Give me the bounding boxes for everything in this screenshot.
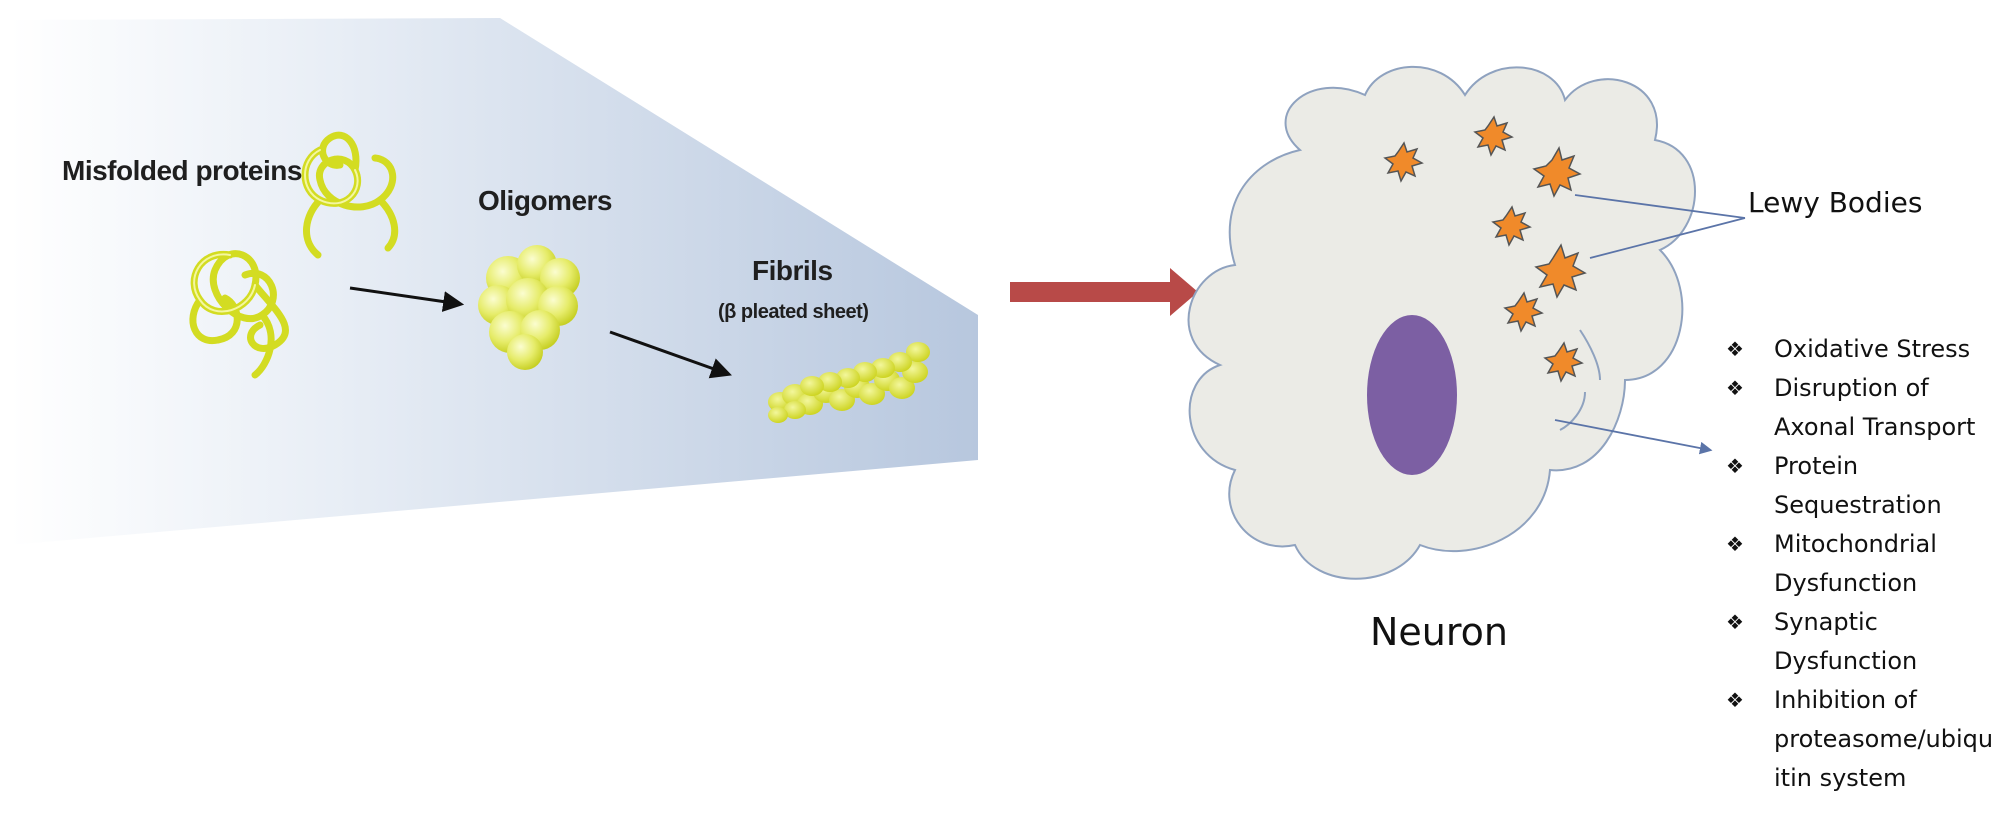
consequence-item: ❖ Oxidative Stress — [1726, 330, 1996, 369]
consequence-text-line: proteasome/ubiqu — [1774, 725, 1994, 753]
consequence-text-line: Mitochondrial — [1774, 530, 1937, 558]
consequence-text-line: Protein — [1774, 452, 1859, 480]
misfolded-proteins-label: Misfolded proteins — [62, 155, 302, 186]
oligomers-label: Oligomers — [478, 185, 612, 216]
lewy-body — [1543, 341, 1584, 383]
diamond-bullet-icon: ❖ — [1726, 454, 1744, 478]
consequence-text-line: Dysfunction — [1774, 569, 1918, 597]
consequences-list: ❖ Oxidative Stress ❖ Disruption of Axonal Tr… — [1726, 330, 1996, 798]
lewy-body — [1473, 115, 1514, 157]
consequence-text-line: itin system — [1774, 764, 1907, 792]
oligomer-cluster — [478, 245, 580, 370]
consequence-text-line: Disruption of — [1774, 374, 1929, 402]
lewy-body — [1503, 291, 1544, 333]
diamond-bullet-icon: ❖ — [1726, 532, 1744, 556]
consequence-item: ❖ Disruption of Axonal Transport — [1726, 369, 1996, 447]
lewy-body — [1534, 243, 1587, 299]
consequence-text-line: Dysfunction — [1774, 647, 1918, 675]
fibrils-label: Fibrils — [752, 255, 833, 286]
consequence-text-line: Inhibition of — [1774, 686, 1917, 714]
lewy-body — [1532, 146, 1582, 198]
nucleus — [1367, 315, 1457, 475]
lewy-body — [1383, 141, 1424, 183]
consequence-text-line: Synaptic — [1774, 608, 1878, 636]
consequence-text-line: Axonal Transport — [1774, 413, 1976, 441]
consequence-text-line: Sequestration — [1774, 491, 1942, 519]
lewy-pointer-lines — [1574, 194, 1746, 259]
lewy-body — [1491, 205, 1532, 247]
neuron-cell-body — [1187, 65, 1696, 580]
arrow-to-oligomers — [349, 286, 465, 312]
consequences-pointer — [1554, 419, 1713, 455]
diamond-bullet-icon: ❖ — [1726, 376, 1744, 400]
consequence-text-line: Oxidative Stress — [1774, 335, 1971, 363]
neuron-label: Neuron — [1370, 610, 1508, 654]
fibrils-sublabel: (β pleated sheet) — [718, 301, 868, 323]
consequence-item: ❖ Inhibition of proteasome/ubiqu itin syste… — [1726, 681, 1996, 798]
diamond-bullet-icon: ❖ — [1726, 337, 1744, 361]
fibril-aggregate — [768, 342, 930, 423]
arrow-to-fibrils — [609, 330, 732, 379]
lewy-bodies-label: Lewy Bodies — [1748, 186, 1922, 219]
transition-arrow — [1010, 268, 1198, 316]
diamond-bullet-icon: ❖ — [1726, 610, 1744, 634]
lewy-bodies — [1383, 115, 1587, 383]
diamond-bullet-icon: ❖ — [1726, 688, 1744, 712]
cell-fold-lines — [1559, 329, 1601, 431]
